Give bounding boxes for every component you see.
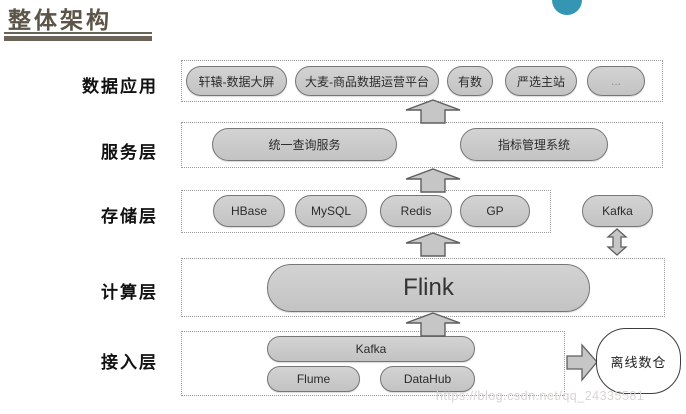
layer-label-storage: 存储层	[101, 207, 158, 226]
box-kafka-side: Kafka	[582, 195, 653, 227]
container-data-application	[181, 60, 663, 102]
box-offline-warehouse: 离线数仓	[596, 328, 681, 394]
box-damai-platform: 大麦-商品数据运营平台	[295, 66, 439, 96]
watermark: https://blog.csdn.net/qq_24335581	[436, 389, 645, 403]
container-access	[181, 331, 565, 396]
box-kafka-access: Kafka	[267, 336, 475, 362]
up-arrow-icon	[405, 99, 461, 124]
box-mysql: MySQL	[295, 195, 367, 227]
box-youshu: 有数	[447, 66, 493, 96]
layer-label-compute: 计算层	[101, 283, 158, 302]
right-arrow-icon	[566, 343, 598, 382]
accent-circle	[552, 0, 582, 15]
up-arrow-icon	[405, 232, 461, 257]
container-storage	[181, 190, 551, 233]
up-arrow-icon	[405, 168, 461, 193]
box-metric-management-system: 指标管理系统	[460, 128, 608, 161]
box-redis: Redis	[380, 195, 452, 227]
box-xuanyuan-dashboard: 轩辕-数据大屏	[186, 66, 287, 96]
title-underline-thin	[4, 32, 152, 34]
box-flink: Flink	[267, 264, 590, 312]
box-gp: GP	[460, 195, 530, 227]
box-ellipsis: ...	[587, 66, 645, 96]
page-title: 整体架构	[8, 8, 112, 33]
box-hbase: HBase	[213, 195, 285, 227]
layer-label-service: 服务层	[101, 143, 158, 162]
layer-label-data-application: 数据应用	[82, 77, 158, 96]
double-vertical-arrow-icon	[606, 228, 628, 256]
box-datahub: DataHub	[380, 366, 475, 392]
box-flume: Flume	[267, 366, 360, 392]
layer-label-access: 接入层	[101, 353, 158, 372]
box-unified-query-service: 统一查询服务	[212, 128, 397, 161]
up-arrow-icon	[405, 312, 461, 337]
title-underline-thick	[4, 36, 152, 41]
box-yanxuan-site: 严选主站	[505, 66, 577, 96]
